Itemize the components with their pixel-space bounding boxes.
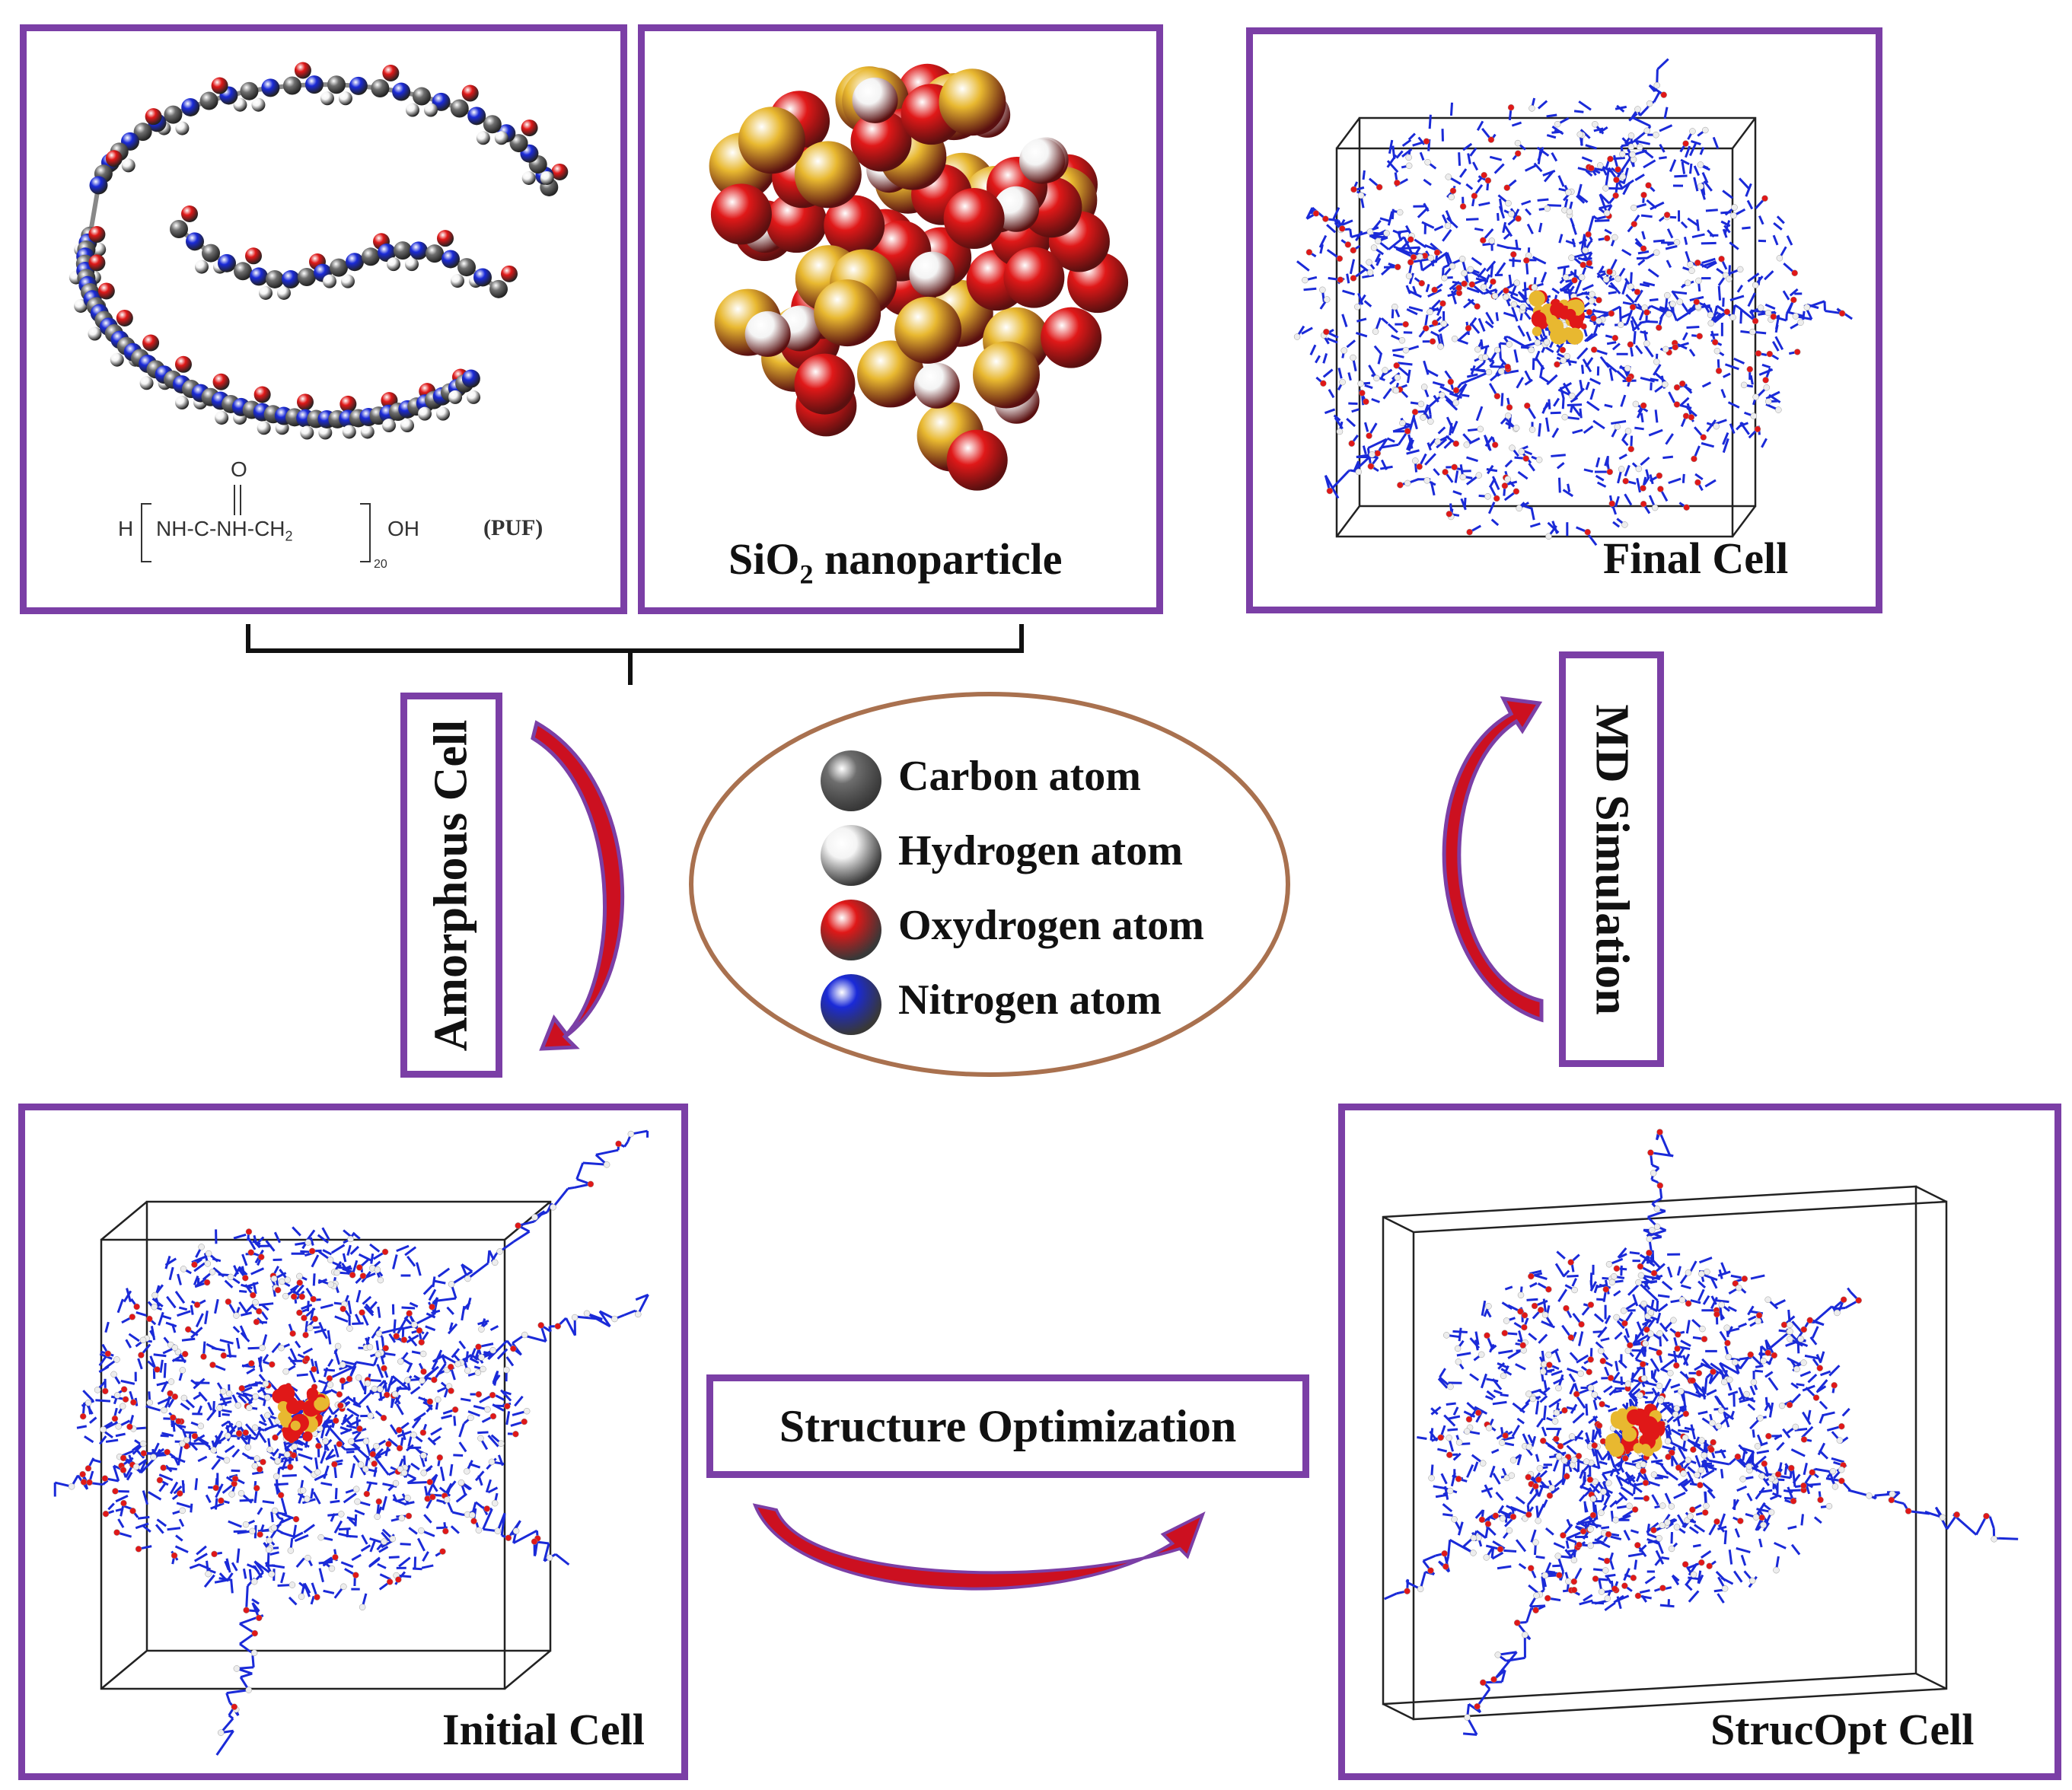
combine-brace [246, 624, 1024, 685]
formula-hydroxyl: OH [387, 517, 419, 540]
carbon-atom-icon [821, 750, 881, 811]
strucopt-cell-model [1382, 1129, 2019, 1736]
structure-optimization-arrow [752, 1503, 1206, 1591]
strucopt-cell-caption: StrucOpt Cell [1710, 1705, 1975, 1754]
amorphous-cell-step: Amorphous Cell [400, 693, 502, 1078]
legend-hydrogen-label: Hydrogen atom [898, 827, 1183, 874]
structure-optimization-label: Structure Optimization [779, 1400, 1237, 1451]
strucopt-cell-panel: StrucOpt Cell [1338, 1104, 2061, 1780]
formula-repeat-count: 20 [374, 558, 387, 571]
puf-panel: O H NH-C-NH-CH2 OH 20 (PUF) [20, 24, 627, 614]
final-cell-panel: Final Cell [1246, 27, 1882, 613]
amorphous-arrow [531, 720, 625, 1051]
formula-right-bracket [360, 503, 371, 562]
md-simulation-step: MD Simulation [1559, 651, 1664, 1067]
formula-repeat-unit: NH-C-NH-CH2 [156, 517, 293, 544]
puf-label: (PUF) [483, 515, 544, 540]
final-cell-model [1293, 58, 1853, 546]
legend-nitrogen-label: Nitrogen atom [898, 976, 1162, 1024]
structure-optimization-step: Structure Optimization [706, 1374, 1309, 1478]
initial-cell-panel: Initial Cell [18, 1104, 688, 1780]
legend-oxygen-label: Oxydrogen atom [898, 902, 1204, 949]
sio2-panel: SiO2 nanoparticle [638, 24, 1163, 614]
md-simulation-arrow [1442, 696, 1544, 1023]
formula-double-bond [234, 485, 241, 515]
hydrogen-atom-icon [821, 825, 881, 886]
formula-hydrogen: H [118, 517, 134, 540]
sio2-nanoparticle-model [709, 63, 1129, 491]
puf-formula: O H NH-C-NH-CH2 OH 20 (PUF) [118, 457, 605, 579]
formula-oxygen: O [231, 457, 247, 481]
nitrogen-atom-icon [821, 974, 881, 1035]
initial-cell-model [53, 1129, 649, 1756]
formula-left-bracket [141, 503, 151, 562]
legend-carbon-label: Carbon atom [898, 753, 1141, 800]
oxygen-atom-icon [821, 900, 881, 960]
puf-molecule [69, 62, 569, 440]
initial-cell-caption: Initial Cell [442, 1705, 645, 1754]
sio2-caption: SiO2 nanoparticle [728, 534, 1063, 590]
final-cell-caption: Final Cell [1603, 533, 1789, 583]
